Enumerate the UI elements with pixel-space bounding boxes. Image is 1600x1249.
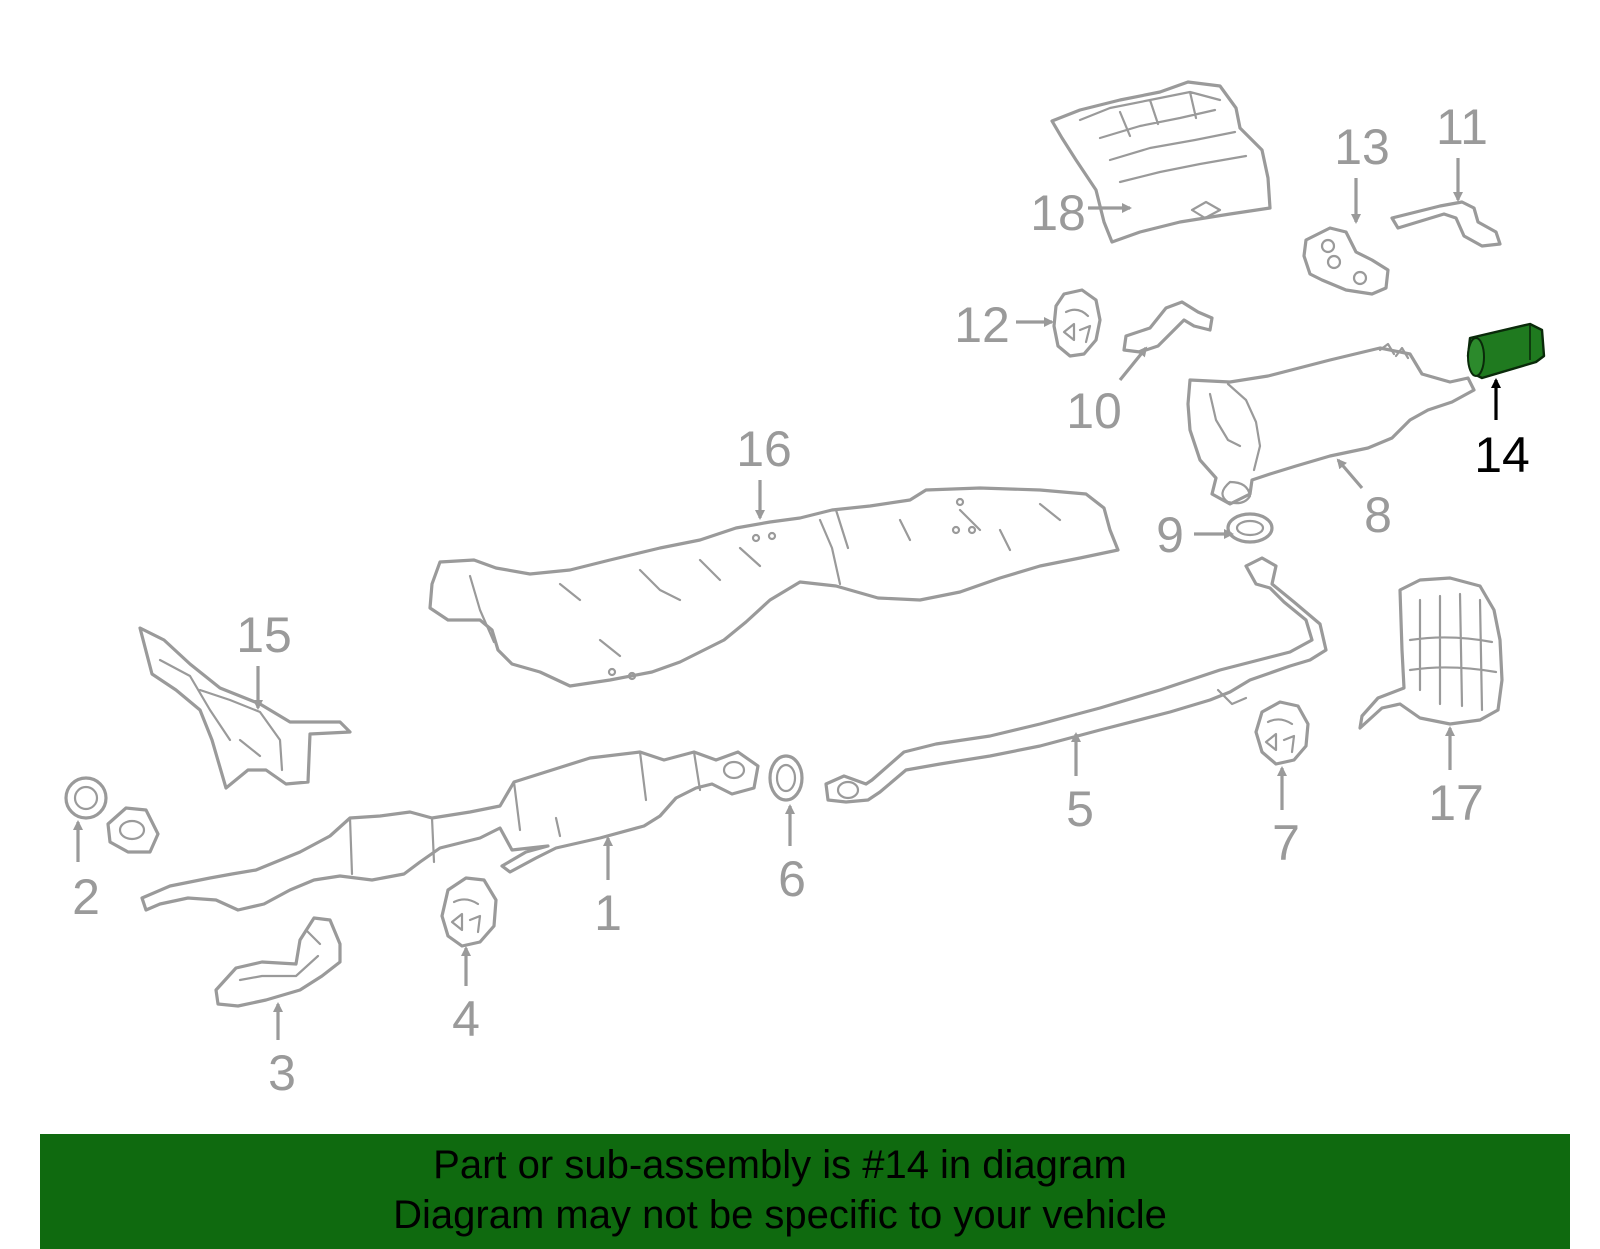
part-4-rubber-hanger (440, 876, 498, 948)
part-7-rubber-hanger (1254, 700, 1310, 766)
callout-18: 18 (1030, 185, 1086, 241)
callout-9: 9 (1156, 507, 1184, 563)
callout-4: 4 (452, 991, 480, 1047)
callout-6: 6 (778, 851, 806, 907)
callout-5: 5 (1066, 781, 1094, 837)
front-flange (106, 806, 160, 854)
callout-8: 8 (1364, 487, 1392, 543)
callout-14: 14 (1474, 427, 1530, 483)
part-6-gasket (768, 754, 804, 802)
info-banner: Part or sub-assembly is #14 in diagram D… (40, 1134, 1570, 1249)
part-15-heat-insulator (138, 626, 352, 790)
banner-part-note: Part or sub-assembly is #14 in diagram (433, 1143, 1127, 1187)
arrow-10 (1118, 346, 1148, 382)
part-17-heat-insulator (1358, 576, 1504, 730)
part-8-muffler (1186, 342, 1476, 506)
callout-12: 12 (954, 297, 1010, 353)
arrow-8 (1336, 458, 1364, 490)
callout-3: 3 (268, 1045, 296, 1101)
callout-1: 1 (594, 885, 622, 941)
callout-2: 2 (72, 869, 100, 925)
callout-arrows (73, 158, 1501, 1040)
part-16-heat-insulator (428, 486, 1120, 688)
part-14-exhaust-tip (1466, 322, 1546, 380)
part-13-hanger-bracket (1302, 226, 1390, 296)
part-1-front-exhaust-pipe (140, 750, 760, 912)
part-10-bracket (1122, 300, 1214, 354)
callout-16: 16 (736, 421, 792, 477)
callout-labels: 1 2 3 4 5 6 7 8 9 10 11 12 13 14 15 16 1… (72, 99, 1530, 1101)
callout-11: 11 (1436, 99, 1488, 155)
callout-13: 13 (1334, 119, 1390, 175)
part-12-rubber-hanger (1052, 288, 1102, 358)
part-11-hanger-rod (1390, 200, 1502, 248)
callout-15: 15 (236, 607, 292, 663)
banner-disclaimer: Diagram may not be specific to your vehi… (393, 1193, 1167, 1237)
callout-17: 17 (1428, 775, 1484, 831)
part-2-gasket (64, 776, 108, 820)
callout-10: 10 (1066, 383, 1122, 439)
part-18-heat-insulator (1050, 80, 1272, 244)
part-5-center-exhaust-pipe (824, 556, 1328, 804)
part-3-bracket (214, 916, 342, 1008)
part-9-gasket (1226, 512, 1274, 544)
callout-7: 7 (1272, 815, 1300, 871)
